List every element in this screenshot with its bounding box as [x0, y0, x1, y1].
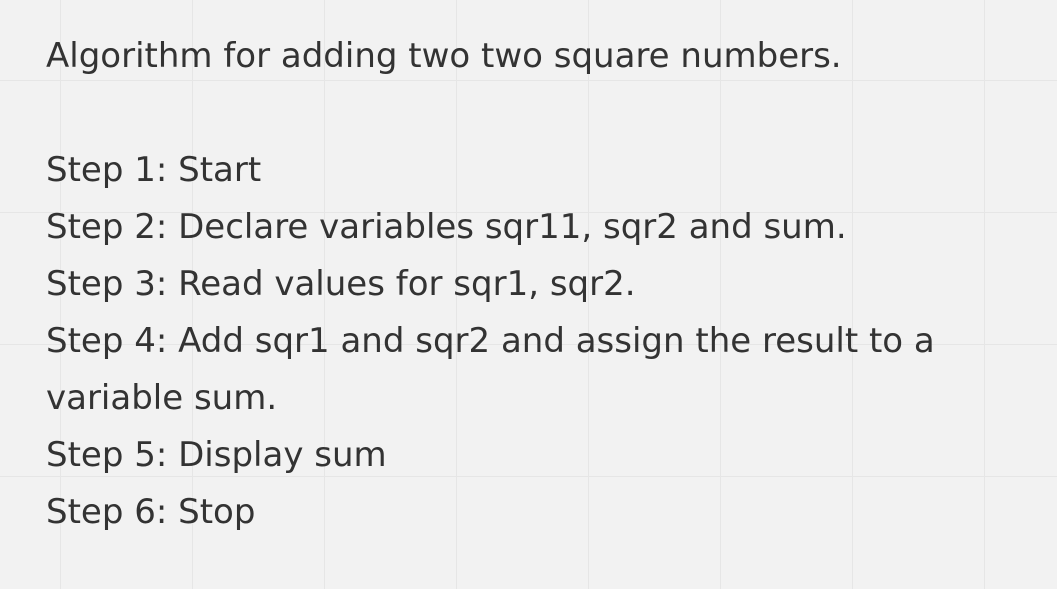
note-title: Algorithm for adding two two square numb… [46, 36, 842, 76]
step-1: Step 1: Start [46, 150, 262, 190]
blank-line [46, 85, 1036, 142]
step-list: Step 1: Start Step 2: Declare variables … [46, 142, 1036, 541]
step-3: Step 3: Read values for sqr1, sqr2. [46, 264, 636, 304]
step-5: Step 5: Display sum [46, 435, 387, 475]
algorithm-note: Algorithm for adding two two square numb… [46, 28, 1036, 541]
step-4: Step 4: Add sqr1 and sqr2 and assign the… [46, 321, 935, 418]
step-2: Step 2: Declare variables sqr11, sqr2 an… [46, 207, 847, 247]
step-6: Step 6: Stop [46, 492, 256, 532]
